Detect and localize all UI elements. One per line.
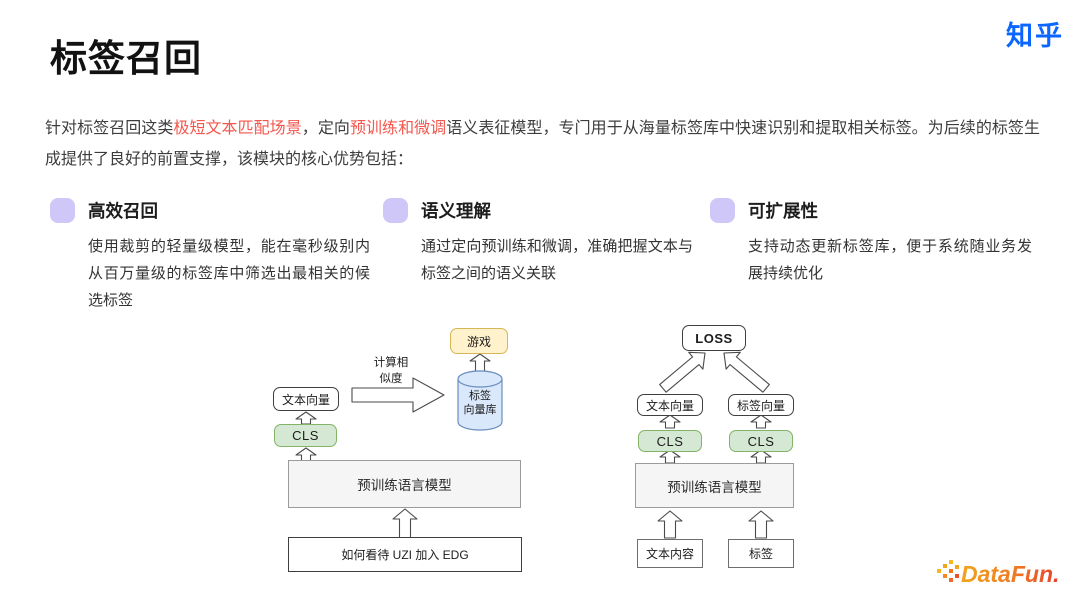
pretrained-lm-node: 预训练语言模型 (288, 460, 521, 508)
text-vector-node: 文本向量 (637, 394, 703, 416)
tag-vector-store-label: 标签 向量库 (457, 389, 503, 417)
up-arrow-icon (659, 414, 681, 429)
up-arrow-icon (750, 414, 772, 429)
intro-seg: 针对标签召回这类 (45, 120, 174, 137)
cls-node: CLS (274, 424, 337, 447)
intro-seg-highlight: 极短文本匹配场景 (173, 120, 302, 137)
page-title: 标签召回 (50, 38, 202, 79)
feature-header: 语义理解 (383, 198, 693, 223)
feature-title: 高效召回 (88, 201, 158, 221)
datafun-logo: DataFun. (935, 555, 1070, 596)
up-arrow-icon (295, 411, 317, 425)
feature-header: 高效召回 (50, 198, 370, 223)
diagonal-arrow-icon (659, 351, 706, 393)
intro-seg-highlight: 预训练和微调 (349, 120, 447, 137)
feature-title: 语义理解 (421, 201, 491, 221)
tag-store-line2: 向量库 (463, 404, 497, 416)
tag-input-node: 标签 (728, 539, 794, 568)
cls-node-left: CLS (638, 430, 702, 452)
feature-description: 通过定向预训练和微调，准确把握文本与标签之间的语义关联 (421, 238, 693, 282)
intro-seg: 语义表征模型，专门用于从海量标签库中快速识别和提取相关标签。为后续的标签生成提供… (45, 120, 1040, 168)
intro-seg: ，定向 (301, 120, 350, 137)
diagram-training: LOSS 文本向量 标签向量 CLS CLS 预训练语言模型 文本内容 标签 (625, 322, 805, 574)
feature-description: 使用裁剪的轻量级模型，能在毫秒级别内从百万量级的标签库中筛选出最相关的候选标签 (88, 238, 370, 309)
pretrained-lm-node: 预训练语言模型 (635, 463, 794, 508)
intro-paragraph: 针对标签召回这类极短文本匹配场景，定向预训练和微调语义表征模型，专门用于从海量标… (45, 113, 1040, 175)
datafun-dots-icon (937, 560, 959, 582)
tag-vector-store-cylinder (457, 370, 503, 431)
diagram-recall-inference: 标签 向量库 计算相 似度 游戏 文本向量 CLS 预训练语言模型 如何看待 U… (270, 325, 530, 577)
feature-card-semantic-understanding: 语义理解 通过定向预训练和微调，准确把握文本与标签之间的语义关联 (383, 198, 693, 287)
tag-store-line1: 标签 (469, 390, 491, 402)
similarity-line2: 似度 (379, 373, 403, 385)
up-arrow-icon (748, 510, 774, 539)
up-arrow-icon (469, 353, 491, 372)
zhihu-logo: 知乎 (1006, 21, 1064, 51)
diagonal-arrow-icon (723, 351, 770, 393)
up-arrow-icon (657, 510, 683, 539)
text-content-input-node: 文本内容 (637, 539, 703, 568)
similarity-line1: 计算相 (373, 357, 409, 369)
feature-bullet-icon (50, 198, 75, 223)
cls-node-right: CLS (729, 430, 793, 452)
feature-description: 支持动态更新标签库，便于系统随业务发展持续优化 (748, 238, 1032, 282)
feature-title: 可扩展性 (748, 201, 818, 221)
input-text-node: 如何看待 UZI 加入 EDG (288, 537, 522, 572)
loss-node: LOSS (682, 325, 746, 351)
up-arrow-icon (392, 508, 418, 539)
similarity-label: 计算相 似度 (363, 355, 419, 387)
datafun-logo-graphic: DataFun. (937, 560, 1059, 587)
tag-vector-node: 标签向量 (728, 394, 794, 416)
game-tag-node: 游戏 (450, 328, 508, 354)
text-vector-node: 文本向量 (273, 387, 339, 411)
feature-bullet-icon (710, 198, 735, 223)
feature-header: 可扩展性 (710, 198, 1032, 223)
datafun-logo-text: DataFun. (961, 561, 1059, 587)
feature-card-scalability: 可扩展性 支持动态更新标签库，便于系统随业务发展持续优化 (710, 198, 1032, 287)
feature-card-efficient-recall: 高效召回 使用裁剪的轻量级模型，能在毫秒级别内从百万量级的标签库中筛选出最相关的… (50, 198, 370, 314)
feature-bullet-icon (383, 198, 408, 223)
